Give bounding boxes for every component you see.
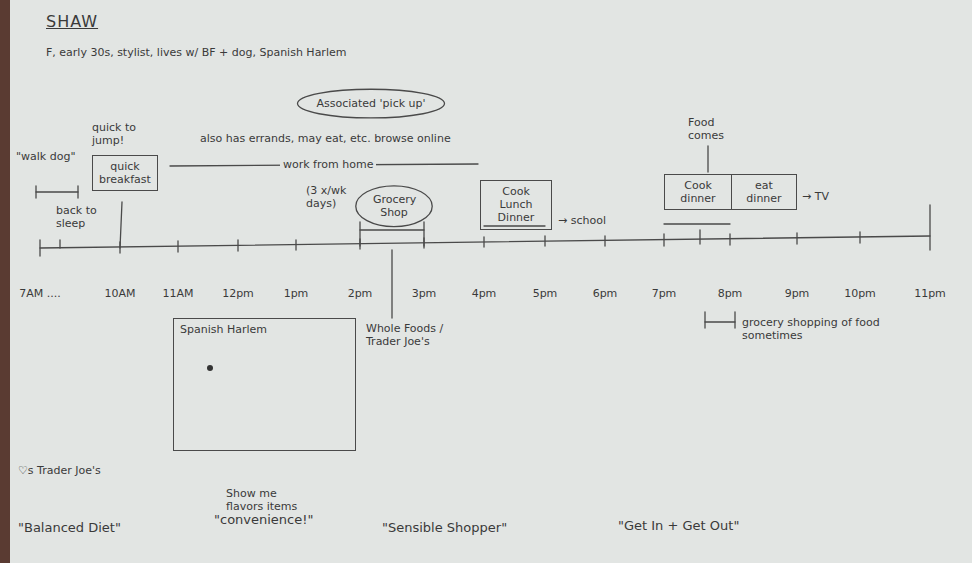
activity-note: back to sleep — [56, 204, 100, 230]
activity-note: grocery shopping of food sometimes — [742, 316, 922, 342]
persona-summary: F, early 30s, stylist, lives w/ BF + dog… — [46, 46, 346, 59]
theme-quote: "convenience!" — [214, 512, 313, 528]
activity-note: also has errands, may eat, etc. browse o… — [200, 132, 451, 145]
node-text: quick breakfast — [99, 160, 151, 186]
time-label: 4pm — [472, 287, 497, 300]
map-box: Spanish Harlem — [173, 318, 356, 451]
theme-quote: "Get In + Get Out" — [618, 518, 739, 534]
node-text: Associated 'pick up' — [314, 97, 428, 110]
activity-box: eat dinner — [731, 174, 797, 210]
activity-note: quick to jump! — [92, 121, 148, 147]
time-label: 7AM .... — [19, 287, 61, 300]
time-label: 10AM — [104, 287, 135, 300]
time-label: 6pm — [593, 287, 618, 300]
time-label: 9pm — [785, 287, 810, 300]
node-text: eat dinner — [738, 179, 790, 205]
activity-box: Cook Lunch Dinner — [480, 180, 552, 230]
node-text: Cook dinner — [671, 179, 725, 205]
time-label: 5pm — [533, 287, 558, 300]
time-label: 7pm — [652, 287, 677, 300]
time-label: 3pm — [412, 287, 437, 300]
activity-box: Cook dinner — [664, 174, 732, 210]
node-text: Cook Lunch Dinner — [487, 185, 545, 225]
activity-note: → TV — [802, 190, 829, 203]
time-label: 12pm — [222, 287, 254, 300]
photo-edge — [0, 0, 10, 563]
time-label: 11AM — [162, 287, 193, 300]
activity-note: Food comes — [688, 116, 734, 142]
persona-title: SHAW — [46, 12, 98, 31]
activity-note: "walk dog" — [16, 150, 75, 163]
theme-quote: "Sensible Shopper" — [382, 520, 507, 536]
time-label: 10pm — [844, 287, 876, 300]
node-text: Spanish Harlem — [180, 323, 349, 336]
store-note: ♡s Trader Joe's — [18, 464, 101, 477]
theme-quote: "Balanced Diet" — [18, 520, 121, 536]
activity-box: quick breakfast — [92, 155, 158, 191]
time-label: 2pm — [348, 287, 373, 300]
activity-ellipse: Associated 'pick up' — [296, 88, 446, 119]
node-text: Grocery Shop — [373, 193, 415, 219]
activity-ellipse: Grocery Shop — [355, 184, 433, 228]
theme-note: Show me flavors items — [226, 487, 316, 513]
time-label: 8pm — [718, 287, 743, 300]
store-note: Whole Foods / Trader Joe's — [366, 322, 452, 348]
frequency-note: (3 x/wk days) — [306, 184, 350, 210]
time-label: 1pm — [284, 287, 309, 300]
activity-note: → school — [558, 214, 606, 227]
time-label: 11pm — [914, 287, 946, 300]
span-label: work from home — [280, 158, 376, 171]
